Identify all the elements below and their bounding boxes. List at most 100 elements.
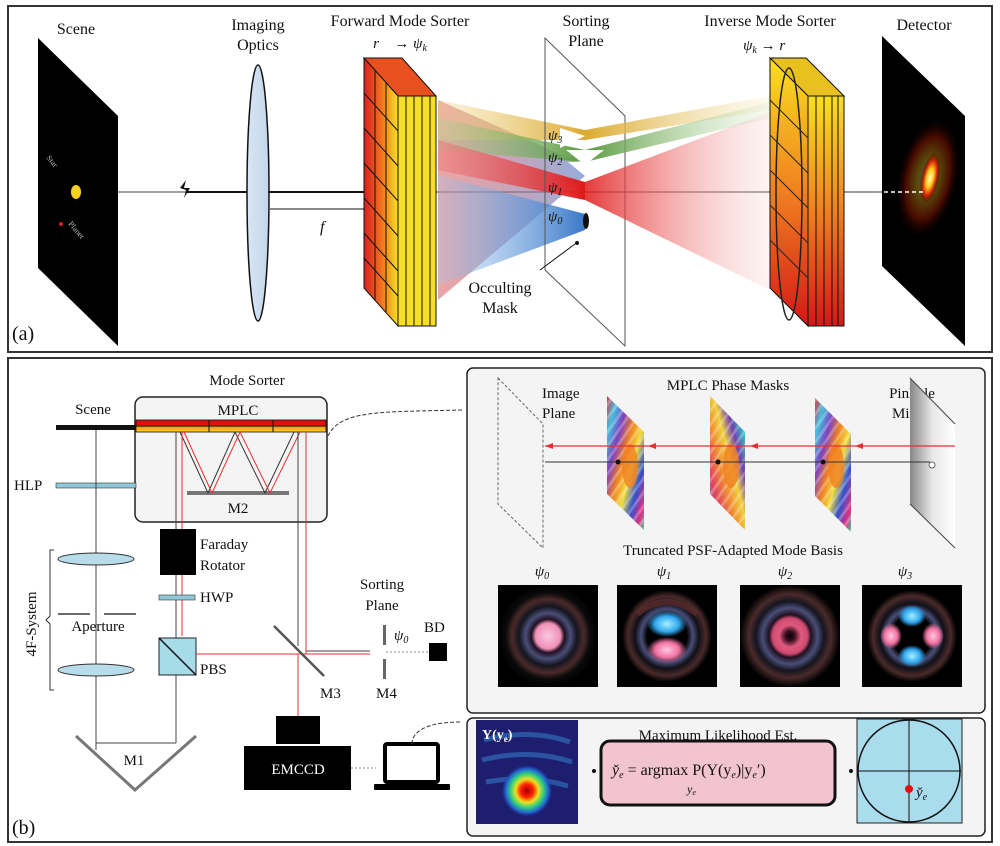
estimate-plot [856, 718, 963, 824]
faraday-label-2: Rotator [200, 558, 245, 574]
mode-image-psi1 [617, 585, 717, 687]
gap [566, 150, 604, 165]
mirror-edge [909, 503, 956, 549]
optics-title-2: Optics [237, 37, 279, 54]
m4-bottom [383, 659, 386, 679]
mask-center [828, 444, 844, 488]
focal-label: f [320, 219, 327, 236]
basis-label-psi0: ψ0 [535, 564, 549, 582]
basis-label-psi1: ψ1 [657, 564, 671, 582]
beam-psi3-out [585, 96, 770, 140]
basis-label-psi2: ψ2 [778, 564, 792, 582]
hwp-label: HWP [200, 590, 233, 606]
occulting-mask [583, 213, 589, 229]
mode-label-psi2: ψ2 [548, 150, 562, 168]
estimate-point [905, 785, 913, 793]
star-dot [71, 185, 81, 199]
scene-label: Scene [75, 402, 111, 418]
phase-masks-title: MPLC Phase Masks [667, 378, 790, 394]
laptop-link [411, 721, 461, 745]
faraday-label-1: Faraday [200, 537, 249, 553]
mask-center [622, 444, 638, 488]
mode-sorter-title: Mode Sorter [209, 373, 284, 389]
beam-dot [715, 459, 721, 465]
m3-mirror [273, 625, 325, 677]
panel-a-label: (a) [12, 323, 34, 345]
hlp-label: HLP [14, 478, 42, 494]
arrow-icon [545, 443, 553, 449]
flow-dot [849, 769, 853, 773]
beam-zigzag-black [179, 430, 295, 495]
beam-psi1 [438, 140, 585, 200]
pointer-dot [575, 241, 579, 245]
mirror-edge [909, 377, 956, 425]
mode-label-psi3: ψ3 [548, 128, 562, 146]
arrow-icon [750, 443, 758, 449]
mask-center [723, 444, 739, 488]
pinhole [928, 461, 936, 469]
m4-label: M4 [376, 686, 397, 702]
panel-a: (a) Scene Star Planet Imaging Optics f F… [7, 5, 993, 353]
lens-4f-top [57, 552, 135, 566]
measurement-label: Y(ye) [482, 728, 513, 744]
lens [246, 64, 270, 322]
inverse-sorter-mapping: ψk → r⃗ [743, 38, 797, 56]
sorting-plane-title-2: Plane [568, 33, 604, 50]
mode-label-psi0: ψ0 [548, 209, 562, 227]
emccd-label: EMCCD [271, 762, 325, 778]
estimate-label: y̌e [914, 785, 928, 803]
mode-basis-title: Truncated PSF-Adapted Mode Basis [623, 543, 843, 559]
beam-dot [615, 459, 621, 465]
mode-image-psi2 [740, 585, 840, 687]
4f-bracket [45, 549, 54, 691]
mplc-label: MPLC [218, 403, 259, 419]
beam-dump [429, 643, 447, 661]
optics-title-1: Imaging [231, 17, 284, 34]
m1-mirror [74, 734, 197, 793]
forward-sorter [362, 56, 438, 328]
sorting-plane-title-1: Sorting [562, 13, 609, 30]
detector-title: Detector [896, 17, 952, 34]
inverse-sorter [768, 56, 846, 328]
hwp-plate [158, 594, 196, 601]
panel-b: (b) Mode Sorter MPLC M2 Scene HLP 4F-Sys… [7, 357, 993, 843]
mplc-link [327, 409, 463, 437]
mask-label-2: Mask [482, 300, 518, 317]
gap [568, 162, 602, 176]
planet-dot [59, 222, 63, 226]
flow-dot [592, 769, 596, 773]
arrow-icon [855, 443, 863, 449]
m3-label: M3 [320, 686, 341, 702]
sorting-plane-b-1: Sorting [360, 577, 405, 593]
mode-image-psi0 [498, 585, 598, 687]
beam-zigzag-red [183, 430, 301, 495]
forward-sorter-title: Forward Mode Sorter [331, 13, 470, 30]
m4-top [383, 625, 386, 645]
bd-label: BD [424, 620, 445, 636]
beam-psi0 [438, 175, 585, 285]
image-plane-label-1: Image [542, 386, 580, 402]
emccd-head [276, 716, 320, 744]
inverse-sorter-title: Inverse Mode Sorter [704, 13, 836, 30]
sorting-plane-b-2: Plane [365, 598, 399, 614]
emccd-body [244, 746, 351, 790]
formula-underscript: ye [686, 782, 696, 797]
basis-label-psi3: ψ3 [898, 564, 912, 582]
4f-system-label: 4F-System [24, 591, 40, 656]
panel-b-label: (b) [12, 817, 35, 839]
sorting-plane [544, 36, 626, 348]
m1-label: M1 [124, 753, 145, 769]
mode-label-psi1: ψ1 [548, 180, 562, 198]
arrow-icon [648, 443, 656, 449]
mode-labels: ψ3 ψ2 ψ1 ψ0 [548, 128, 562, 227]
scene-bar [56, 425, 136, 430]
mode-basis-labels: ψ0 ψ1 ψ2 ψ3 [535, 564, 912, 582]
mask-pointer [539, 243, 576, 271]
aperture-label: Aperture [71, 619, 125, 635]
formula-box [599, 739, 837, 807]
gap [560, 128, 585, 148]
m2-label: M2 [228, 501, 249, 517]
mplc-plate [135, 419, 327, 433]
faraday-rotator [160, 529, 196, 575]
